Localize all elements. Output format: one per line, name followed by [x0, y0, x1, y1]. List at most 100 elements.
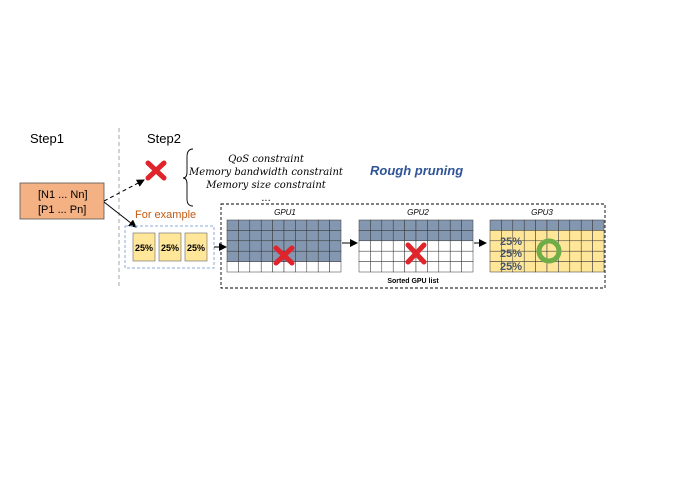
memory-cell [592, 240, 605, 252]
memory-cell [329, 240, 342, 252]
memory-cell [306, 240, 319, 252]
memory-cell [569, 261, 582, 273]
solid-arrow [103, 201, 137, 228]
memory-cell [558, 230, 571, 242]
memory-cell [449, 240, 462, 252]
memory-cell [370, 219, 383, 231]
memory-cell [535, 261, 548, 273]
memory-cell [580, 250, 593, 262]
memory-cell [535, 219, 548, 231]
memory-cell [306, 261, 319, 273]
memory-cell [427, 261, 440, 273]
memory-cell [438, 219, 451, 231]
memory-cell [404, 219, 417, 231]
memory-cell [238, 240, 251, 252]
memory-cell [404, 230, 417, 242]
memory-cell [306, 250, 319, 262]
memory-cell [306, 230, 319, 242]
memory-cell [329, 230, 342, 242]
memory-cell [438, 240, 451, 252]
memory-cell [260, 261, 273, 273]
rough-pruning-label: Rough pruning [370, 163, 463, 178]
memory-cell [317, 261, 330, 273]
memory-cell [272, 219, 285, 231]
memory-cell [249, 219, 262, 231]
memory-cell [249, 230, 262, 242]
memory-cell [329, 219, 342, 231]
memory-cell [283, 219, 296, 231]
curly-brace [182, 148, 194, 207]
memory-cell [295, 230, 308, 242]
input-line-2: [P1 ... Pn] [38, 204, 86, 216]
memory-cell [438, 230, 451, 242]
memory-cell [317, 240, 330, 252]
memory-cell [415, 230, 428, 242]
memory-cell [449, 250, 462, 262]
memory-cell [358, 261, 371, 273]
memory-cell [295, 240, 308, 252]
memory-cell [523, 250, 536, 262]
example-block-3: 25% [184, 232, 208, 262]
memory-cell [523, 240, 536, 252]
memory-cell [569, 250, 582, 262]
memory-cell [523, 230, 536, 242]
constraint-mem-bandwidth: Memory bandwidth constraint [188, 167, 344, 178]
memory-cell [489, 219, 502, 231]
memory-cell [358, 240, 371, 252]
memory-cell [392, 250, 405, 262]
memory-cell [381, 230, 394, 242]
memory-cell [438, 261, 451, 273]
constraint-ellipsis: ... [261, 193, 271, 204]
memory-cell [329, 261, 342, 273]
memory-cell [272, 230, 285, 242]
memory-cell [438, 250, 451, 262]
memory-cell [461, 250, 474, 262]
memory-cell [592, 250, 605, 262]
gpu3-block-2-label: 25% [500, 248, 522, 260]
memory-cell [260, 250, 273, 262]
memory-cell [461, 230, 474, 242]
memory-cell [358, 250, 371, 262]
gpu1-reject-icon [273, 245, 295, 266]
memory-cell [238, 261, 251, 273]
gpu2-label: GPU2 [407, 208, 429, 217]
example-block-1: 25% [132, 232, 156, 262]
memory-cell [370, 240, 383, 252]
sorted-gpu-list-box [220, 203, 606, 289]
memory-cell [415, 219, 428, 231]
memory-cell [580, 230, 593, 242]
constraint-qos: QoS constraint [228, 154, 305, 165]
memory-cell [238, 230, 251, 242]
memory-cell [306, 219, 319, 231]
memory-cell [358, 230, 371, 242]
memory-cell [226, 261, 239, 273]
memory-cell [317, 219, 330, 231]
memory-cell [523, 261, 536, 273]
gpu3-block-3-label: 25% [500, 261, 522, 273]
memory-cell [381, 219, 394, 231]
memory-cell [427, 240, 440, 252]
gpu1-grid [226, 219, 342, 273]
memory-cell [370, 250, 383, 262]
memory-cell [381, 240, 394, 252]
example-block-1-label: 25% [135, 243, 153, 253]
memory-cell [592, 219, 605, 231]
example-block-2: 25% [158, 232, 182, 262]
memory-cell [295, 261, 308, 273]
memory-cell [449, 219, 462, 231]
memory-cell [427, 250, 440, 262]
input-line-1: [N1 ... Nn] [38, 189, 88, 201]
gpu2-grid [358, 219, 474, 273]
memory-cell [260, 240, 273, 252]
memory-cell [461, 219, 474, 231]
memory-cell [295, 219, 308, 231]
memory-cell [249, 250, 262, 262]
memory-cell [558, 219, 571, 231]
memory-cell [592, 261, 605, 273]
memory-cell [260, 219, 273, 231]
memory-cell [558, 261, 571, 273]
memory-cell [546, 219, 559, 231]
input-box [19, 182, 105, 220]
constraint-mem-size: Memory size constraint [205, 180, 327, 191]
memory-cell [580, 240, 593, 252]
